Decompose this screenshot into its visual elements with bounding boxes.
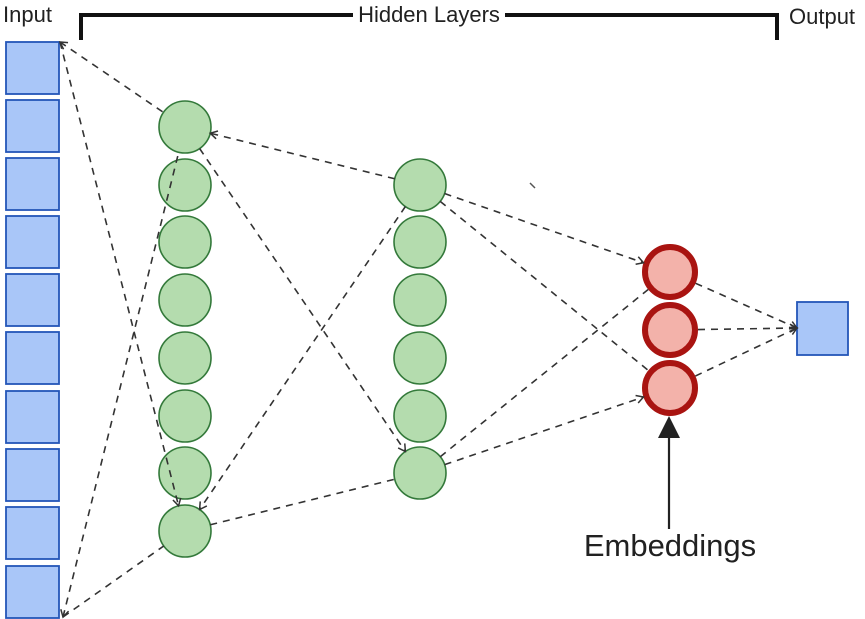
connection-line <box>198 148 406 452</box>
embedding-neuron <box>642 244 698 300</box>
connection-line <box>210 133 395 180</box>
hidden2-neuron <box>393 273 447 327</box>
input-square <box>5 99 60 153</box>
hidden1-neuron <box>158 389 212 443</box>
connection-line <box>210 478 395 526</box>
hidden1-neuron <box>158 158 212 212</box>
hidden2-neuron <box>393 331 447 385</box>
input-square <box>5 448 60 502</box>
connection-line <box>695 282 797 328</box>
hidden1-neuron <box>158 215 212 269</box>
input-square <box>5 41 60 95</box>
hidden1-neuron <box>158 100 212 154</box>
hidden1-neuron <box>158 273 212 327</box>
connection-line <box>60 42 164 114</box>
input-square <box>5 506 60 560</box>
hidden2-neuron <box>393 158 447 212</box>
output-label: Output <box>789 4 856 29</box>
input-square <box>5 565 60 619</box>
connection-line <box>444 397 644 466</box>
input-square <box>5 157 60 211</box>
connection-line <box>200 206 407 510</box>
hidden-layers-label: Hidden Layers <box>358 2 500 27</box>
embedding-neuron <box>642 302 698 358</box>
edges-layer <box>60 42 797 617</box>
hidden2-neuron <box>393 446 447 500</box>
input-square <box>5 331 60 385</box>
embedding-neuron <box>642 360 698 416</box>
hidden2-neuron <box>393 215 447 269</box>
embeddings-arrowhead-icon <box>658 416 680 438</box>
connection-line <box>63 152 180 617</box>
hidden-layers-bracket <box>79 13 779 40</box>
input-square <box>5 390 60 444</box>
connection-line <box>62 545 165 618</box>
connection-line <box>59 41 179 506</box>
hidden2-neuron <box>393 389 447 443</box>
connection-line <box>439 288 649 458</box>
hidden1-neuron <box>158 446 212 500</box>
embeddings-label: Embeddings <box>583 528 757 563</box>
hidden1-neuron <box>158 331 212 385</box>
connection-line <box>444 192 644 263</box>
input-label: Input <box>3 2 52 27</box>
hidden1-neuron <box>158 504 212 558</box>
connection-line <box>697 328 797 330</box>
shapes-layer <box>5 41 849 619</box>
input-square <box>5 273 60 327</box>
stray-mark <box>529 182 536 189</box>
connection-line <box>694 328 797 377</box>
output-square <box>796 301 849 356</box>
input-square <box>5 215 60 269</box>
connection-line <box>439 200 649 371</box>
